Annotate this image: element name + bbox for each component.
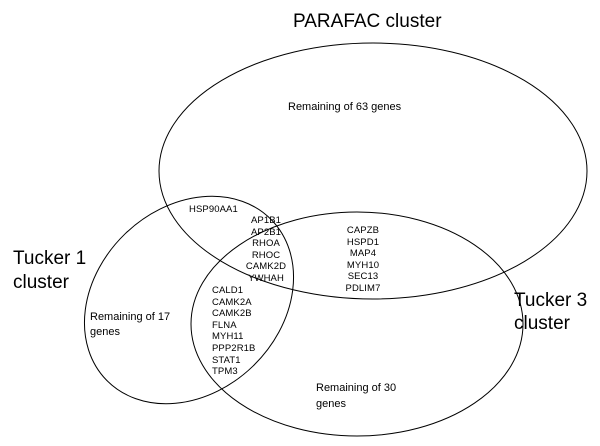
tucker1-remaining-label-line1: Remaining of 17	[90, 311, 171, 323]
gene-name: AP1B1	[250, 215, 282, 226]
tucker3-remaining-label-line1: Remaining of 30	[316, 382, 397, 394]
tucker3-ellipse	[190, 211, 524, 437]
tucker1-remaining-label-line2: genes	[90, 326, 120, 338]
gene-name: RHOA	[252, 238, 280, 250]
gene-name: RHOC	[251, 249, 281, 261]
gene-name: PPP2R1B	[212, 342, 256, 354]
gene-name: HSPD1	[346, 236, 380, 248]
gene-name: CAMK2B	[212, 308, 252, 320]
tucker1-ellipse	[83, 195, 295, 405]
tucker3-cluster-title-line1: Tucker 3	[514, 290, 588, 311]
parafac-remaining-label: Remaining of 63 genes	[288, 101, 402, 113]
gene-name: PDLIM7	[345, 282, 381, 294]
tucker1-cluster-title-line1: Tucker 1	[13, 248, 87, 269]
gene-name: HSP90AA1	[189, 204, 238, 215]
tucker3-remaining-label-line2: genes	[316, 398, 346, 410]
region-all-three: AP1B1 AP2B1 RHOA RHOC CAMK2D YWHAH	[236, 215, 296, 285]
gene-name: CAMK2A	[212, 296, 252, 308]
gene-name: MYH11	[212, 331, 244, 343]
gene-name: STAT1	[212, 354, 241, 366]
gene-name: TPM3	[212, 366, 238, 378]
region-parafac-tucker3: CAPZB HSPD1 MAP4 MYH10 SEC13 PDLIM7	[334, 225, 392, 295]
tucker1-cluster-title-line2: cluster	[13, 272, 69, 293]
region-tucker1-tucker3: CALD1 CAMK2A CAMK2B FLNA MYH11 PPP2R1B S…	[212, 285, 255, 378]
parafac-cluster-title: PARAFAC cluster	[293, 11, 442, 32]
gene-name: SEC13	[347, 271, 379, 283]
gene-name: CAPZB	[346, 225, 380, 236]
tucker3-cluster-title-line2: cluster	[514, 313, 570, 334]
gene-name: CALD1	[212, 285, 244, 296]
gene-name: FLNA	[212, 319, 237, 331]
region-parafac-tucker1: HSP90AA1	[189, 204, 238, 216]
gene-name: YWHAH	[248, 272, 284, 284]
gene-name: AP2B1	[250, 226, 282, 238]
gene-name: MYH10	[346, 259, 380, 271]
gene-name: MAP4	[349, 248, 377, 260]
gene-name: CAMK2D	[245, 261, 287, 273]
parafac-ellipse	[158, 42, 588, 300]
